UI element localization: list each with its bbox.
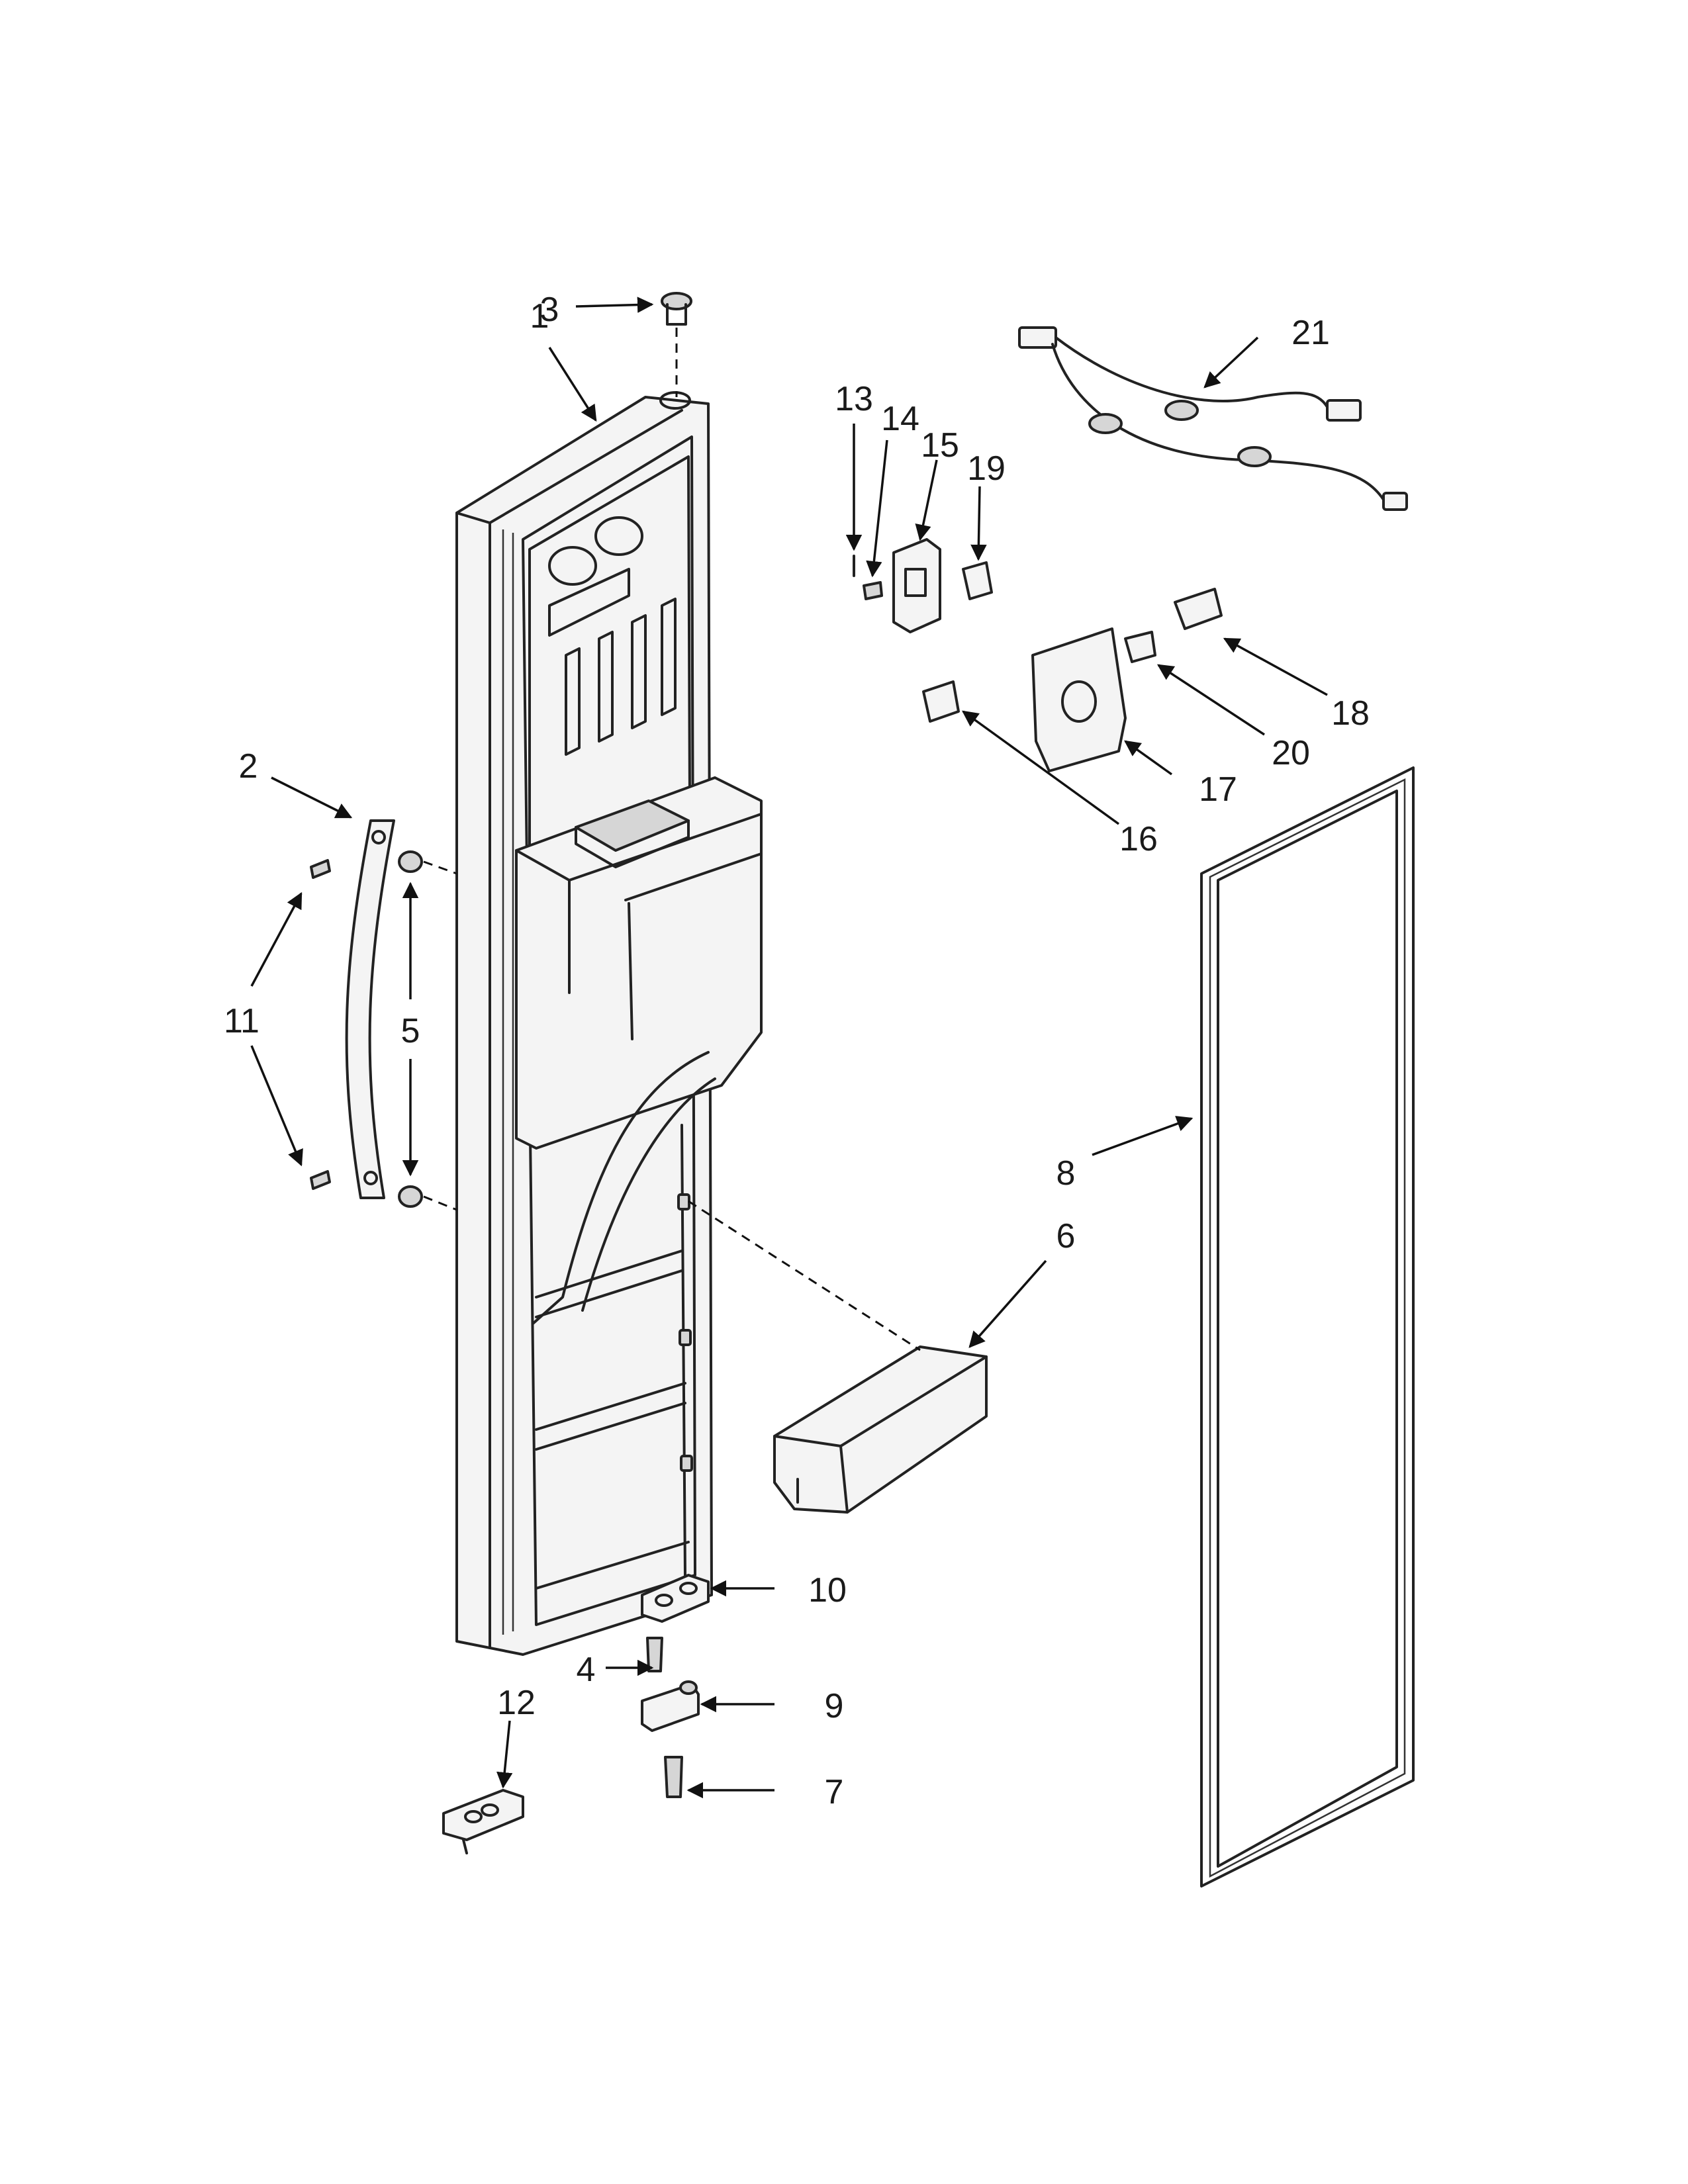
callout-6: 6: [1056, 1217, 1076, 1255]
callout-13: 13: [835, 380, 873, 418]
top-bushing-part: [661, 292, 692, 397]
callout-4: 4: [577, 1651, 596, 1689]
door-assembly: [455, 391, 763, 1656]
handle-screw-parts: [310, 859, 331, 1190]
callout-12: 12: [497, 1684, 536, 1722]
callout-14: 14: [881, 400, 919, 438]
callout-17: 17: [1199, 770, 1237, 809]
callout-16: 16: [1119, 820, 1158, 858]
spacer-parts: [398, 850, 457, 1211]
callout-2: 2: [239, 747, 258, 786]
wire-harness-part: [1018, 326, 1408, 511]
callout-8: 8: [1056, 1154, 1076, 1193]
callout-15: 15: [921, 426, 959, 465]
callout-20: 20: [1272, 734, 1310, 772]
callout-11: 11: [224, 1002, 259, 1040]
door-bin-part: [688, 1200, 988, 1514]
callout-3: 3: [540, 291, 559, 329]
dispenser-switch-parts: [853, 538, 993, 633]
door-gasket-part: [1200, 766, 1415, 1888]
callout-5: 5: [401, 1012, 420, 1050]
control-board-parts: [922, 588, 1223, 772]
leader-lines: [250, 296, 1328, 1799]
callout-labels: 1 2 3 4 5 6 7 8 9 10 11 12 13 14 15 16 1…: [224, 291, 1370, 1811]
callout-19: 19: [967, 449, 1006, 488]
callout-9: 9: [825, 1687, 844, 1725]
callout-10: 10: [808, 1571, 847, 1610]
callout-7: 7: [825, 1773, 844, 1811]
callout-21: 21: [1291, 314, 1330, 352]
handle-part: [345, 819, 395, 1199]
callout-1: 1: [530, 297, 549, 336]
callout-18: 18: [1331, 694, 1370, 733]
